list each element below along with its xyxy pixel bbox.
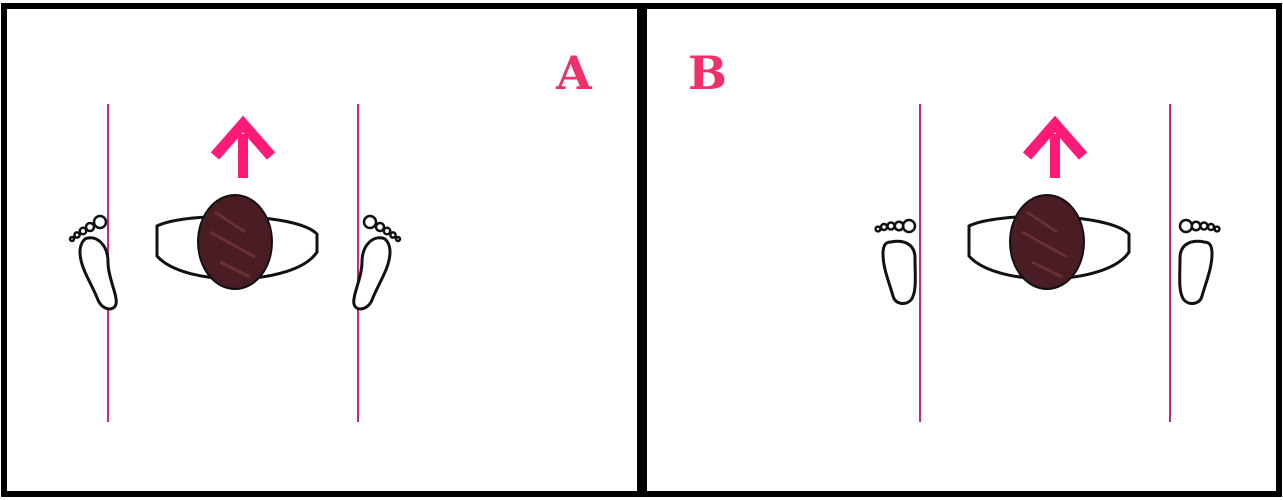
panel-a-label: A [556,50,592,96]
panel-b-label: B [688,50,727,96]
right-footprint-icon [354,216,400,309]
eye-icon [969,195,1129,289]
panel-a [70,104,400,422]
up-arrow-icon [215,124,271,178]
left-footprint-icon [876,220,916,303]
up-arrow-icon [1027,124,1083,178]
panel-b [876,104,1220,422]
eye-icon [157,195,317,289]
left-footprint-icon [70,216,116,309]
right-footprint-icon [1180,220,1220,303]
